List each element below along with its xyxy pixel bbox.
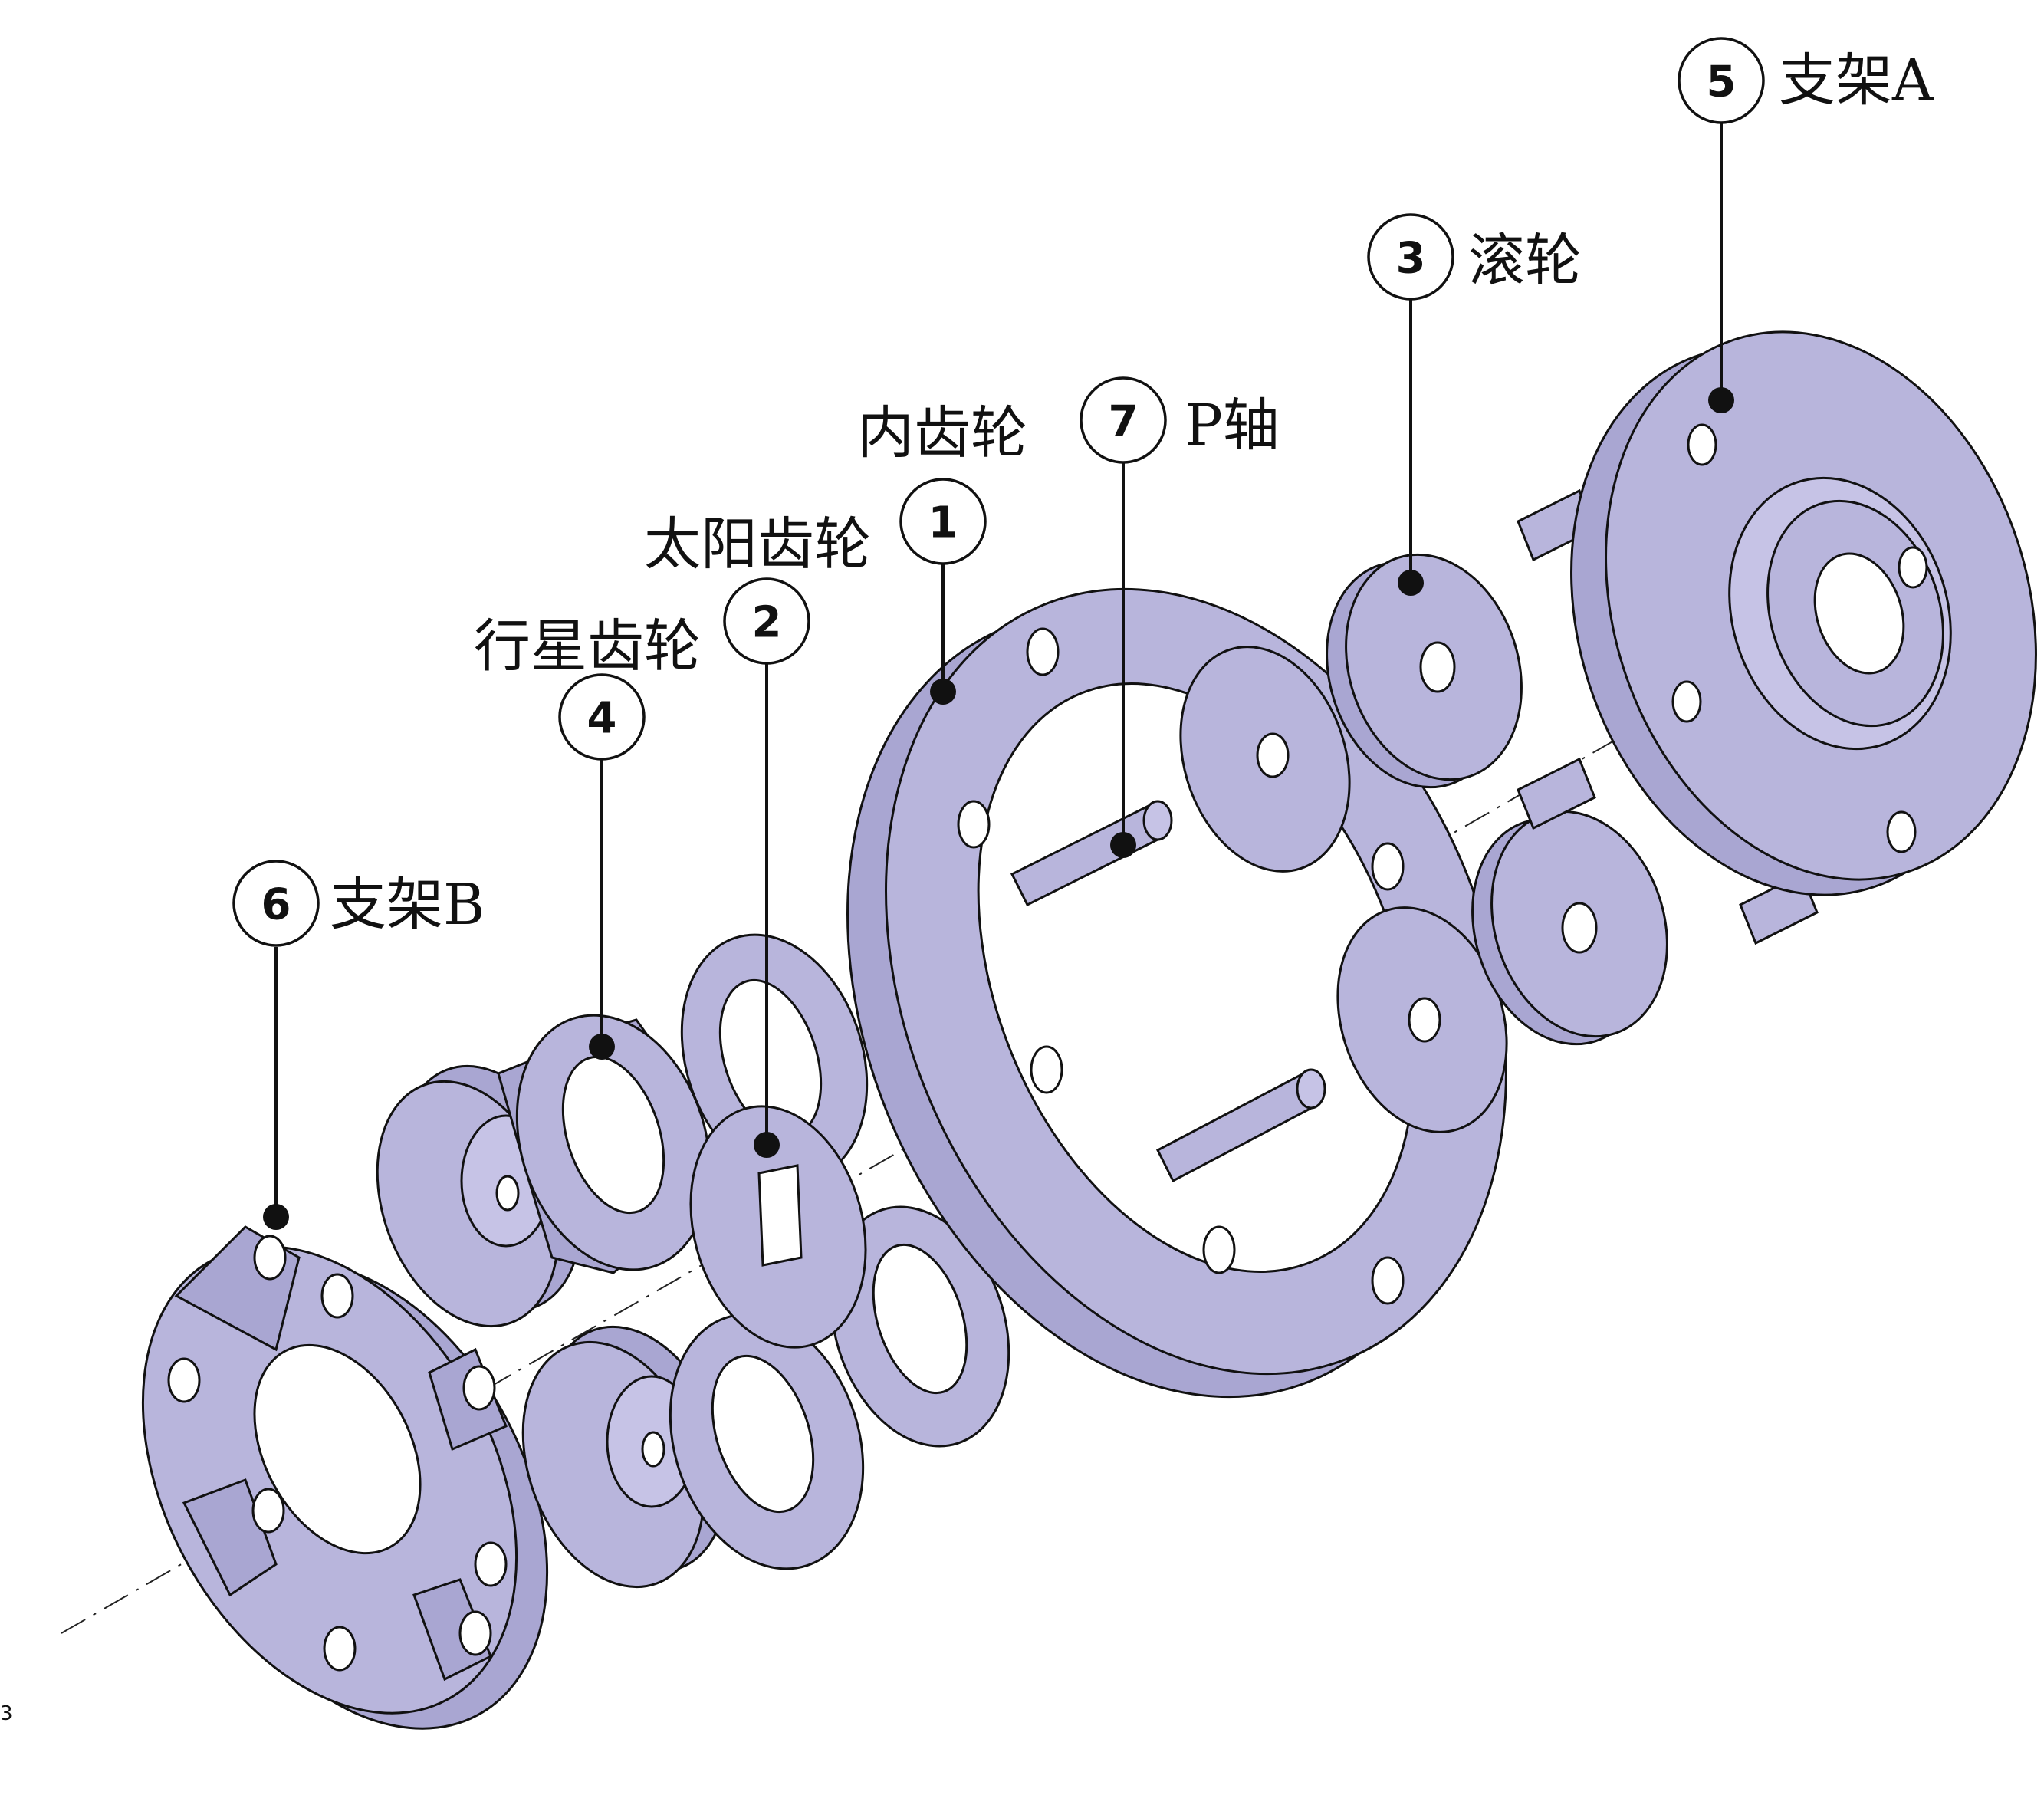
callout-5: 5 支架A <box>1678 37 1934 124</box>
label-carrier-a: 支架A <box>1779 48 1934 113</box>
badge-1-number: 1 <box>928 498 958 548</box>
planet-gear-lower <box>521 1313 865 1589</box>
label-sun-gear: 太阳齿轮 <box>644 511 871 577</box>
badge-3 <box>1367 213 1454 301</box>
sun-gear <box>689 1105 867 1349</box>
callout-7: 7 P轴 <box>1080 376 1280 464</box>
label-planet-gear: 行星齿轮 <box>474 613 701 679</box>
carrier-a <box>1517 330 2037 945</box>
badge-7-number: 7 <box>1109 397 1139 447</box>
badge-5 <box>1678 37 1765 124</box>
planet-gear-upper <box>376 1014 711 1328</box>
roller-lower <box>1471 810 1668 1046</box>
badge-6-number: 6 <box>261 880 291 930</box>
corner-mark: 3 <box>0 1702 13 1725</box>
badge-7 <box>1080 376 1167 464</box>
badge-6 <box>232 860 320 947</box>
label-p-shaft: P轴 <box>1185 393 1280 459</box>
leader-lines <box>263 123 1734 1230</box>
rollers-in-ring <box>1179 646 1508 1133</box>
label-internal-gear: 内齿轮 <box>857 400 1027 466</box>
badge-3-number: 3 <box>1396 234 1426 284</box>
callout-2: 2 太阳齿轮 <box>644 511 871 665</box>
roller-upper <box>1326 553 1523 789</box>
callout-4: 4 行星齿轮 <box>474 613 701 761</box>
carrier-b <box>141 1225 549 1730</box>
planet-gear-right <box>830 1205 1010 1448</box>
badge-5-number: 5 <box>1707 58 1737 107</box>
label-roller: 滚轮 <box>1468 228 1582 294</box>
p-shafts <box>1010 800 1326 1183</box>
callout-6: 6 支架B <box>232 860 485 947</box>
callout-3: 3 滚轮 <box>1367 213 1582 301</box>
label-carrier-b: 支架B <box>330 872 485 938</box>
callout-1: 1 内齿轮 <box>857 400 1027 565</box>
badge-1 <box>899 478 987 565</box>
badge-2 <box>723 577 810 665</box>
badge-4-number: 4 <box>587 694 617 744</box>
badge-2-number: 2 <box>752 598 782 648</box>
badge-4 <box>558 673 646 761</box>
